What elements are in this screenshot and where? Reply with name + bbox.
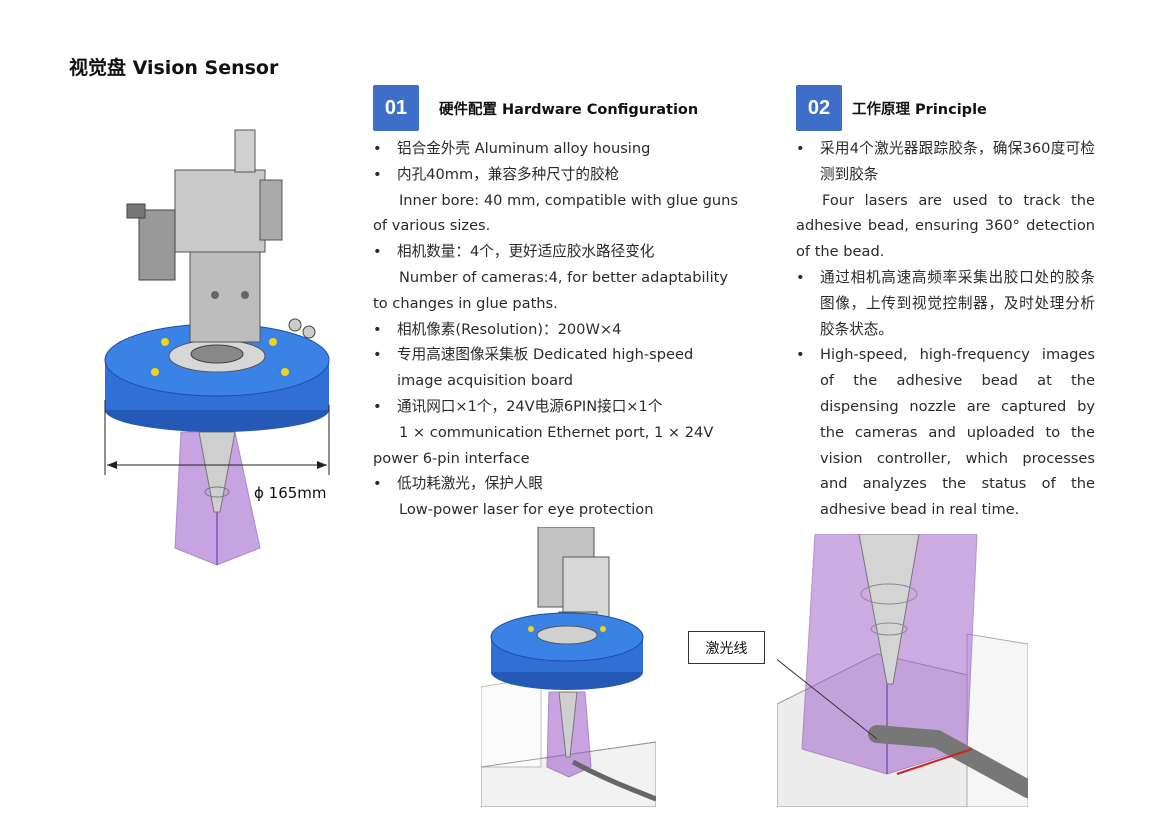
section-1-number-badge: 01	[373, 85, 419, 131]
bullet-item: High-speed, high-frequency images of the…	[796, 342, 1095, 523]
diameter-dimension-label: ϕ 165mm	[254, 484, 327, 502]
sensor-dispensing-illustration	[481, 527, 656, 807]
bullet-item: 采用4个激光器跟踪胶条，确保360度可检测到胶条	[796, 136, 1095, 188]
bullet-translation: 1 × communication Ethernet port, 1 × 24V…	[373, 423, 714, 467]
section-2-number-badge: 02	[796, 85, 842, 131]
section-2-title: 工作原理 Principle	[852, 102, 987, 118]
vision-sensor-illustration	[104, 129, 330, 566]
bullet-item: 内孔40mm，兼容多种尺寸的胶枪	[373, 162, 739, 188]
laser-line-closeup-illustration	[777, 534, 1028, 807]
laser-line-callout: 激光线	[688, 631, 765, 664]
hardware-configuration-list: 铝合金外壳 Aluminum alloy housing内孔40mm，兼容多种尺…	[373, 136, 739, 523]
page-title: 视觉盘 Vision Sensor	[69, 57, 279, 79]
bullet-translation: Inner bore: 40 mm, compatible with glue …	[373, 191, 738, 235]
bullet-item: 相机像素(Resolution)：200W×4	[373, 317, 739, 343]
bullet-item: 相机数量：4个，更好适应胶水路径变化	[373, 239, 739, 265]
bullet-item: 铝合金外壳 Aluminum alloy housing	[373, 136, 739, 162]
bullet-item: 通过相机高速高频率采集出胶口处的胶条图像，上传到视觉控制器，及时处理分析胶条状态…	[796, 265, 1095, 342]
bullet-item: 低功耗激光，保护人眼	[373, 471, 739, 497]
bullet-item: 通讯网口×1个，24V电源6PIN接口×1个	[373, 394, 739, 420]
bullet-item: 专用高速图像采集板 Dedicated high-speed image acq…	[373, 342, 739, 394]
bullet-translation: Low-power laser for eye protection	[399, 501, 654, 519]
bullet-translation: Four lasers are used to track the adhesi…	[796, 191, 1095, 261]
section-1-title: 硬件配置 Hardware Configuration	[439, 102, 699, 118]
bullet-translation: Number of cameras:4, for better adaptabi…	[373, 268, 729, 312]
